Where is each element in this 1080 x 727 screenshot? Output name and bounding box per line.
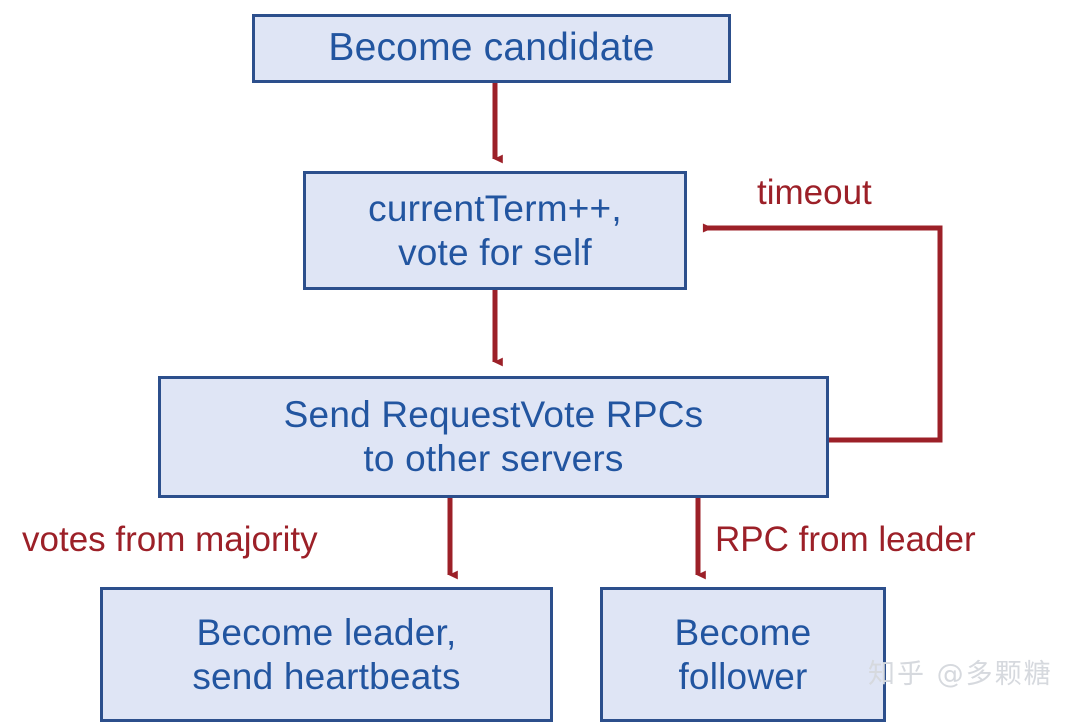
node-become-leader-send-heartbeats[interactable]: Become leader, send heartbeats — [100, 587, 553, 722]
edge-label-rpc-from-leader: RPC from leader — [715, 520, 976, 559]
node-current-term-vote-for-self[interactable]: currentTerm++, vote for self — [303, 171, 687, 290]
node-become-follower[interactable]: Become follower — [600, 587, 886, 722]
node-send-requestvote-rpcs[interactable]: Send RequestVote RPCs to other servers — [158, 376, 829, 498]
watermark: 知乎 @多颗糖 — [868, 659, 1053, 690]
edge-label-timeout: timeout — [757, 173, 872, 212]
node-become-candidate[interactable]: Become candidate — [252, 14, 731, 83]
edge-label-votes-from-majority: votes from majority — [22, 520, 318, 559]
